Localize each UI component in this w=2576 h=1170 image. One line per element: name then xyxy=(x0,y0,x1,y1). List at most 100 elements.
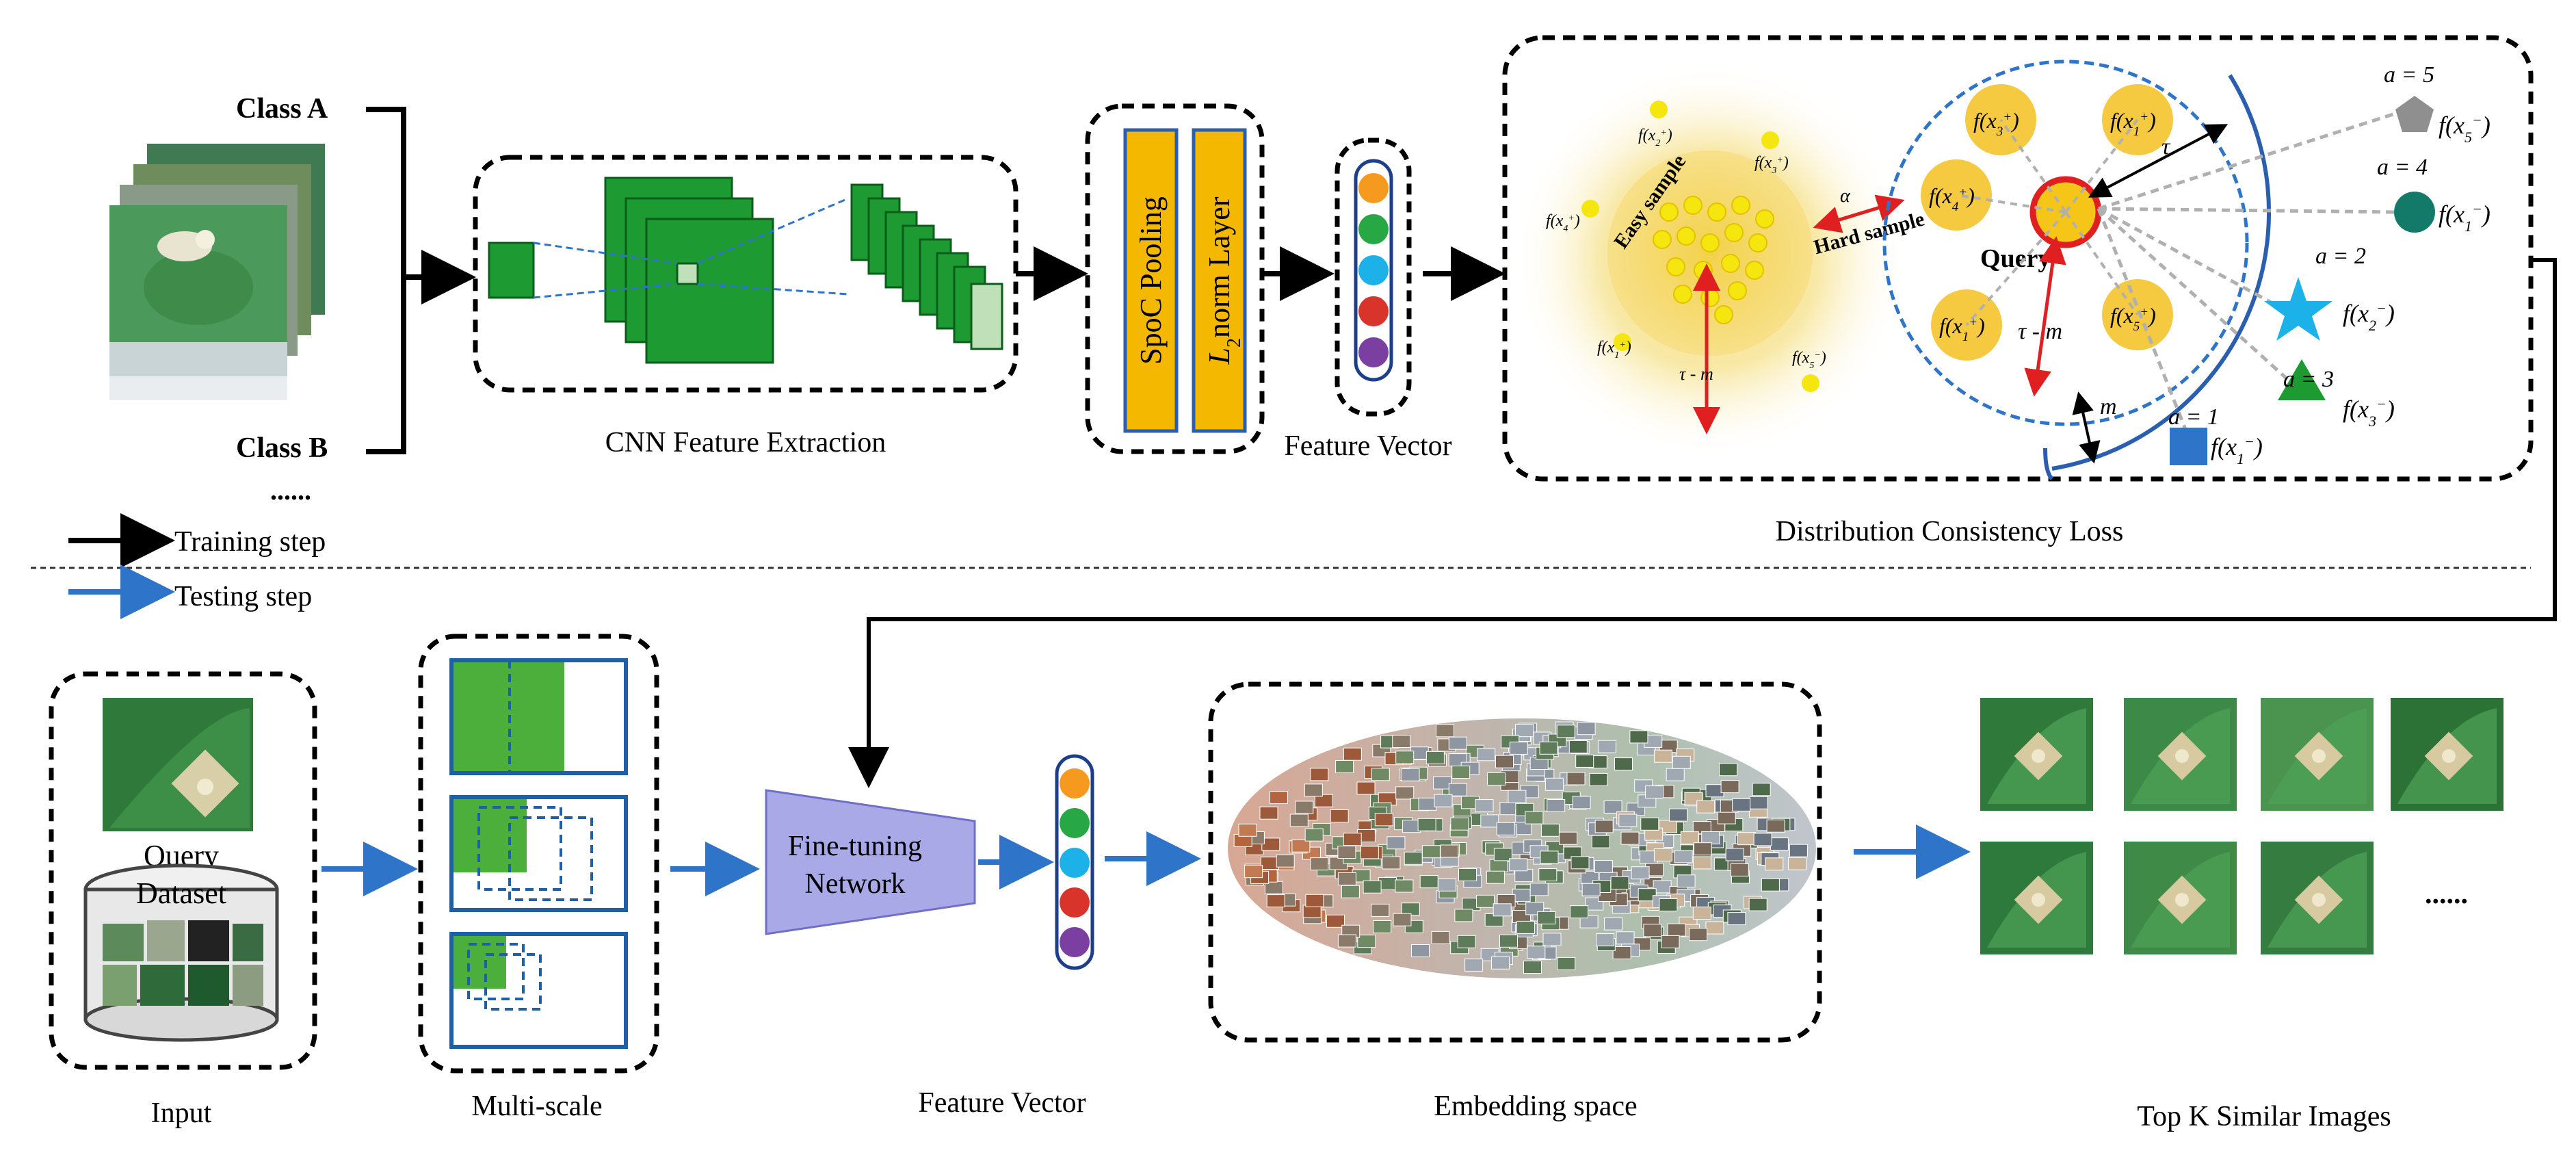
embedding-thumbnail xyxy=(1464,958,1484,972)
negative-label: f(x5−) xyxy=(2439,112,2490,146)
embedding-thumbnail xyxy=(1438,878,1456,892)
feature-vector-test-nodes xyxy=(1060,768,1090,957)
embedding-thumbnail xyxy=(1259,806,1278,820)
embedding-thumbnail xyxy=(1404,851,1423,865)
embedding-thumbnail xyxy=(1689,928,1708,941)
embedding-thumbnail xyxy=(1304,828,1324,842)
alpha-label: α xyxy=(1840,185,1851,207)
positive-label: f(x3+) xyxy=(1973,108,2019,139)
embedding-thumbnail xyxy=(1440,844,1459,858)
embedding-thumbnail xyxy=(1516,920,1535,934)
embedding-thumbnail xyxy=(1337,872,1356,885)
easy-dot xyxy=(1673,285,1692,304)
cnn-box xyxy=(473,155,1018,393)
embedding-thumbnail xyxy=(1719,763,1737,777)
embedding-thumbnail xyxy=(1476,894,1495,908)
result-thumbnail[interactable] xyxy=(2124,842,2237,954)
positive-link xyxy=(1999,118,2067,213)
positive-link xyxy=(1965,211,2067,326)
result-thumbnail[interactable] xyxy=(2261,842,2374,954)
embedding-thumbnail xyxy=(1493,848,1512,861)
scale-3 xyxy=(449,932,628,1049)
embedding-thumbnail xyxy=(1335,760,1354,773)
result-thumbnail[interactable] xyxy=(2261,698,2374,811)
a5-label: a = 5 xyxy=(2384,62,2434,88)
embedding-thumbnail xyxy=(1337,934,1356,948)
embedding-thumbnail xyxy=(1270,791,1288,805)
tau-minus-m-arrow xyxy=(2024,236,2066,397)
embedding-thumbnail xyxy=(1788,857,1806,870)
l2norm-bar xyxy=(1192,128,1247,433)
dataset-text: Dataset xyxy=(136,876,226,910)
result-thumbnail[interactable] xyxy=(1980,698,2093,811)
embedding-thumbnail xyxy=(1451,766,1471,779)
easy-dot xyxy=(1700,288,1720,307)
embedding-thumbnail xyxy=(1477,748,1496,762)
embedding-label: Embedding space xyxy=(1434,1091,1637,1122)
embedding-thumbnail xyxy=(1680,831,1699,845)
scatter-dot xyxy=(1614,333,1631,351)
query-boundary xyxy=(1882,60,2249,426)
embedding-thumbnail xyxy=(1667,923,1686,937)
embedding-thumbnail xyxy=(1579,915,1599,928)
embedding-thumbnail xyxy=(1597,740,1616,753)
embedding-thumbnail xyxy=(1575,754,1594,768)
topk-ellipsis: ...... xyxy=(2425,879,2468,910)
positive-link xyxy=(1956,194,2066,213)
embedding-thumbnail xyxy=(1529,883,1549,896)
embedding-thumbnail xyxy=(1748,898,1767,911)
scatter-dot xyxy=(1581,200,1599,218)
feature-vector-label-bottom: Feature Vector xyxy=(918,1087,1086,1119)
embedding-thumbnail xyxy=(1566,772,1586,785)
easy-dot xyxy=(1653,230,1672,249)
embedding-thumbnail xyxy=(1395,786,1415,800)
tau-minus-m-label: τ - m xyxy=(2018,319,2062,344)
finetune-line2: Network xyxy=(805,868,906,900)
embedding-thumbnail xyxy=(1717,811,1736,824)
embedding-thumbnail xyxy=(1305,894,1324,907)
a3-label: a = 3 xyxy=(2283,367,2334,392)
triangle-neg xyxy=(2278,359,2326,400)
easy-dot xyxy=(1707,203,1726,222)
easy-dot xyxy=(1745,261,1764,280)
embedding-thumbnail xyxy=(1393,913,1412,926)
result-thumbnail[interactable] xyxy=(2124,698,2237,811)
easy-dot xyxy=(1659,203,1679,222)
embedding-thumbnail xyxy=(1382,856,1401,870)
dcl-label: Distribution Consistency Loss xyxy=(1776,516,2124,547)
embedding-thumbnail xyxy=(1509,741,1528,755)
negative-label: f(x3−) xyxy=(2343,395,2395,430)
embedding-thumbnail xyxy=(1425,751,1445,764)
spoc-label: SpoC Pooling xyxy=(1134,196,1168,365)
positive-label: f(x1+) xyxy=(1939,313,1985,344)
embedding-thumbnail xyxy=(1450,817,1469,831)
embedding-thumbnail xyxy=(1620,831,1640,845)
embedding-thumbnail xyxy=(1486,870,1505,884)
embedding-thumbnail xyxy=(1343,747,1362,761)
feature-node xyxy=(1060,768,1090,798)
embedding-thumbnail xyxy=(1693,856,1711,870)
embedding-thumbnail xyxy=(1392,735,1411,748)
negative-link xyxy=(2098,207,2395,214)
embedding-thumbnail xyxy=(1752,783,1771,796)
embedding-thumbnail xyxy=(1653,848,1672,861)
embedding-thumbnail xyxy=(1454,909,1473,922)
embedding-thumbnail xyxy=(1701,831,1720,844)
a2-label: a = 2 xyxy=(2315,244,2366,269)
easy-dot xyxy=(1683,196,1703,215)
embedding-thumbnail xyxy=(1509,858,1528,872)
embedding-thumbnail xyxy=(1696,800,1716,814)
embedding-thumbnail xyxy=(1539,741,1558,755)
input-label: Input xyxy=(151,1097,212,1129)
pooling-box xyxy=(1085,103,1265,454)
l2norm-label: L2norm Layer xyxy=(1202,196,1245,365)
easy-dot xyxy=(1700,233,1720,252)
square-neg xyxy=(2170,428,2207,465)
embedding-thumbnail xyxy=(1448,736,1467,750)
result-thumbnail[interactable] xyxy=(2391,698,2503,811)
result-thumbnail[interactable] xyxy=(1980,842,2093,954)
embedding-thumbnail xyxy=(1749,796,1768,809)
class-ellipsis: ...... xyxy=(270,475,311,506)
embedding-thumbnail xyxy=(1295,801,1314,814)
embedding-thumbnail xyxy=(1499,934,1518,948)
